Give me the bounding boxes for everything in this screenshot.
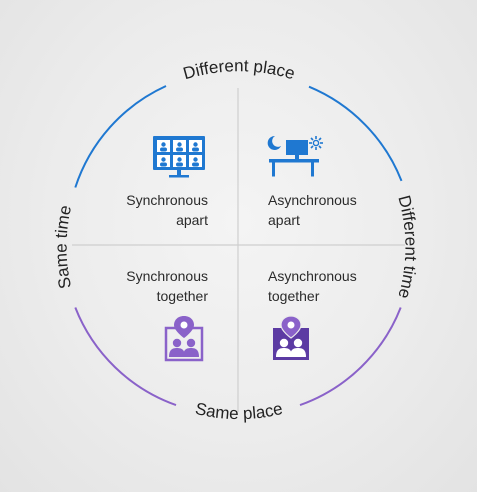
label-different-time: Different time [394,193,420,300]
video-grid-monitor-icon [153,136,205,178]
ring-arc-left-upper [74,85,167,188]
quadrant-line: together [156,288,208,304]
quadrant-line: Synchronous [126,192,208,208]
people-location-pin-dark-icon [273,315,309,360]
svg-text:Different time: Different time [394,193,420,300]
quadrant-line: Synchronous [126,268,208,284]
svg-text:Different place: Different place [181,56,297,83]
label-same-place: Same place [194,399,285,423]
quadrant-line: Asynchronous [268,192,357,208]
svg-text:Same place: Same place [194,399,285,423]
ring-arc-right-lower [299,307,402,407]
ring-arc-bottom-left [74,307,177,407]
quadrant-line: Asynchronous [268,268,357,284]
label-different-place: Different place [181,56,297,83]
quadrant-line: apart [268,212,300,228]
ring-arc-top-right [308,85,403,182]
people-location-pin-icon [164,316,204,362]
quadrant-line: together [268,288,320,304]
quadrant-asynchronous-together: Asynchronous together [268,266,388,306]
quadrant-synchronous-together: Synchronous together [100,266,208,306]
quadrant-synchronous-apart: Synchronous apart [100,190,208,230]
svg-text:Same time: Same time [52,204,76,291]
quadrant-asynchronous-apart: Asynchronous apart [268,190,388,230]
desk-computer-night-icon [267,135,323,177]
quadrant-line: apart [176,212,208,228]
label-same-time: Same time [52,204,76,291]
